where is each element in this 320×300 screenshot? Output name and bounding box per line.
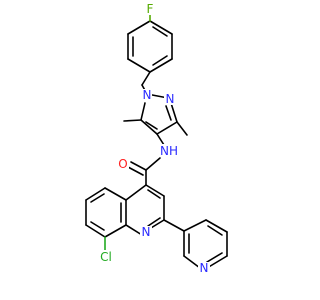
quinoline-n-atom: N	[142, 225, 151, 239]
pyrazole-n2-atom: N	[166, 92, 175, 106]
pyridine-n-atom: N	[200, 261, 209, 275]
pyrazole-nh-bond	[156, 133, 165, 146]
quinoline-pyridyl-bond	[163, 219, 185, 232]
atom-n-pyrazole-1-label: N	[140, 88, 152, 102]
fluorobenzene-ring	[127, 20, 173, 73]
fluorine-atom: F	[147, 2, 154, 16]
methyl-left-bond	[123, 119, 142, 122]
carbonyl-c-o-bond-2	[127, 166, 144, 176]
pyrazole-ring	[140, 93, 178, 135]
pyrazole-n1-atom: N	[143, 88, 152, 102]
oxygen-atom: O	[118, 157, 127, 171]
nh-carbonyl-bond	[145, 157, 161, 171]
amide-nh-atom: NH	[160, 144, 178, 158]
atom-o-label: O	[117, 157, 129, 171]
pyridine-ring	[183, 219, 228, 269]
carbonyl-c-o-bond	[130, 161, 147, 171]
atom-f-label: F	[144, 2, 156, 16]
molecular-structure: F N N O NH N Cl N	[85, 2, 228, 275]
atom-n-pyridine-label: N	[198, 261, 210, 275]
atom-n-quinoline-label: N	[140, 225, 152, 239]
chlorine-atom: Cl	[100, 250, 112, 264]
atom-nh-label: NH	[158, 144, 180, 158]
atom-cl-label: Cl	[96, 250, 115, 264]
methyl-right-bond	[176, 121, 188, 136]
quinoline-pyridine-ring	[125, 184, 165, 236]
benzyl-ch2-bond-1	[141, 71, 151, 86]
quinoline-benzo-ring	[85, 187, 127, 238]
atom-n-pyrazole-2-label: N	[164, 92, 176, 106]
